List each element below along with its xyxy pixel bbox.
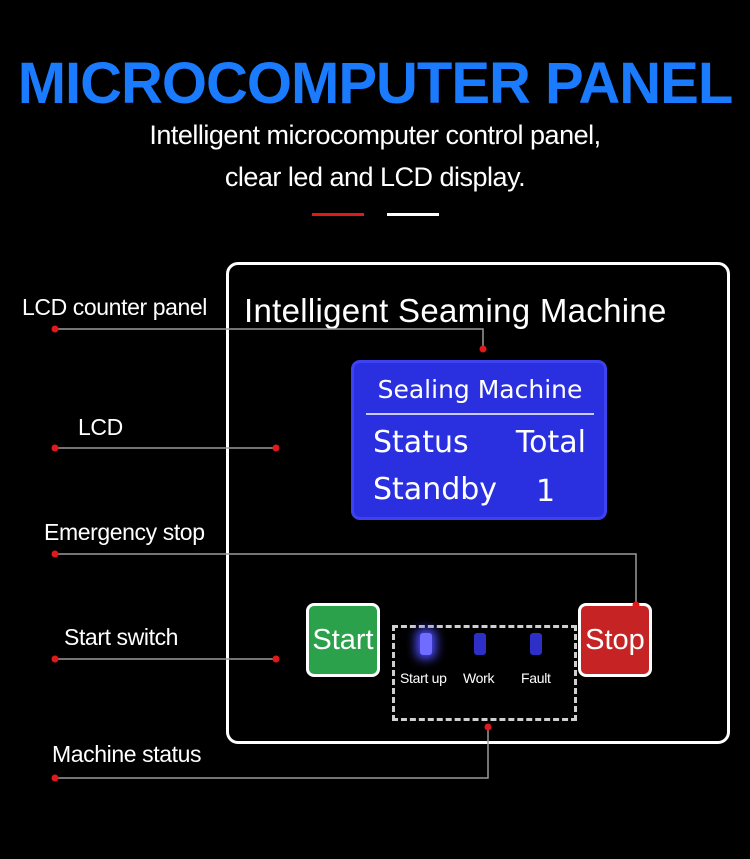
lcd-status-value: Standby — [373, 472, 498, 507]
leader-line-emergency-stop — [55, 553, 637, 605]
page-title: MICROCOMPUTER PANEL — [17, 51, 734, 116]
callout-start-switch: Start switch — [64, 624, 179, 650]
subtitle-line-2: clear led and LCD display. — [224, 162, 526, 192]
lcd-total-label: Total — [515, 425, 586, 460]
callout-dot — [51, 550, 59, 558]
lcd-content: Sealing Machine Status Total Standby 1 — [364, 373, 596, 509]
fault-led-label: Fault — [521, 670, 551, 686]
fault-led-icon — [530, 633, 542, 655]
startup-led-icon — [420, 633, 432, 655]
callout-lcd-counter-panel: LCD counter panel — [22, 294, 207, 320]
callout-dot — [51, 444, 59, 452]
start-button[interactable]: Start — [306, 603, 380, 677]
leader-line-machine-status — [55, 727, 489, 779]
callout-dot — [272, 655, 280, 663]
callout-dot — [632, 601, 640, 609]
callout-emergency-stop: Emergency stop — [44, 519, 205, 545]
work-led-label: Work — [463, 670, 495, 686]
callout-dot — [479, 345, 487, 353]
control-panel-frame — [226, 262, 730, 744]
panel-title: Intelligent Seaming Machine — [244, 292, 667, 329]
callout-dot — [51, 774, 59, 782]
callout-dot — [272, 444, 280, 452]
divider-white — [387, 213, 439, 216]
lcd-total-value: 1 — [536, 474, 556, 509]
leader-line-lcd-counter — [55, 328, 484, 349]
callout-lcd: LCD — [78, 414, 123, 440]
stop-button[interactable]: Stop — [578, 603, 652, 677]
callout-dot — [51, 655, 59, 663]
callout-dot — [51, 325, 59, 333]
subtitle-line-1: Intelligent microcomputer control panel, — [149, 120, 601, 150]
startup-led-label: Start up — [400, 670, 447, 686]
lcd-divider — [366, 413, 594, 415]
divider-red — [312, 213, 364, 216]
lcd-status-label: Status — [373, 425, 469, 460]
callout-dot — [484, 723, 492, 731]
lcd-header: Sealing Machine — [377, 375, 583, 404]
callout-machine-status: Machine status — [52, 741, 202, 767]
machine-status-box — [392, 625, 577, 721]
work-led-icon — [474, 633, 486, 655]
lcd-screen — [354, 363, 604, 517]
